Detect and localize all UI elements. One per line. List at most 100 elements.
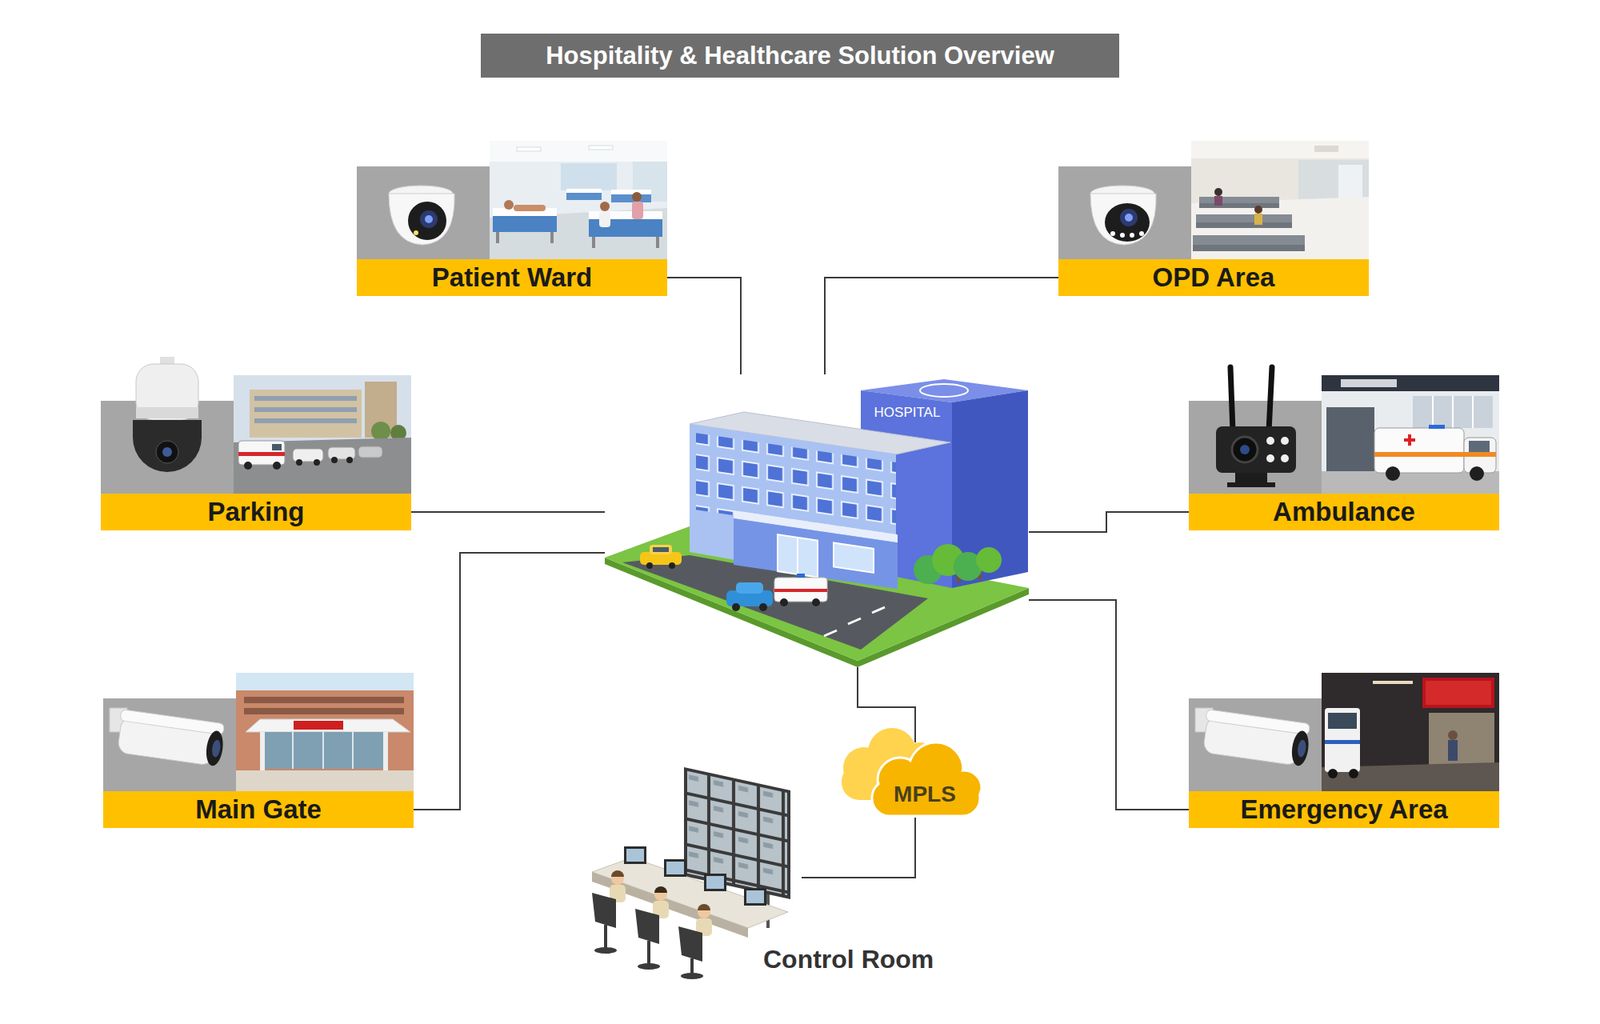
main-gate-card-art xyxy=(103,672,414,792)
room-label: Control Room xyxy=(763,944,934,975)
ward-photo xyxy=(489,140,668,260)
hospital-building-art xyxy=(920,384,968,397)
vehicle-camera xyxy=(1280,436,1289,445)
ward-photo xyxy=(599,211,611,228)
main-gate-photo xyxy=(244,696,404,704)
control-room-art xyxy=(594,947,617,954)
parking-photo xyxy=(254,418,357,424)
emergency-photo xyxy=(1422,677,1495,708)
connector-line xyxy=(801,817,916,878)
opd-photo xyxy=(1254,205,1263,214)
vehicle-camera xyxy=(1230,367,1233,432)
ward-photo xyxy=(560,163,617,191)
connector-line xyxy=(411,511,605,513)
vehicle-camera xyxy=(1216,367,1296,488)
dome-camera xyxy=(1110,231,1116,236)
hospital-building-art xyxy=(796,573,805,578)
hospital-building-art xyxy=(780,598,788,607)
mpls-cloud-art xyxy=(873,744,980,815)
connector-line xyxy=(1028,512,1189,532)
main-gate-photo xyxy=(352,732,354,769)
hospital-building-art xyxy=(777,534,818,577)
bullet-camera xyxy=(1200,709,1312,768)
ward-photo xyxy=(513,204,546,212)
parking-photo xyxy=(358,446,383,458)
main-gate-photo xyxy=(263,732,384,769)
label-band: Parking xyxy=(100,493,412,531)
ward-photo xyxy=(492,214,557,232)
parking-photo xyxy=(233,375,412,494)
ambulance-photo xyxy=(1472,396,1474,428)
dome-camera xyxy=(1090,193,1156,245)
bullet-camera xyxy=(1296,739,1308,758)
parking-photo xyxy=(238,452,285,456)
parking-photo xyxy=(272,461,281,470)
location-card: Parking xyxy=(100,375,412,531)
hospital-building-art xyxy=(848,618,861,624)
camera-panel xyxy=(103,698,236,792)
connector-line xyxy=(824,277,1059,375)
ward-photo xyxy=(632,201,644,220)
opd-photo xyxy=(1214,196,1223,206)
hospital-building: HOSPITAL xyxy=(604,374,1029,668)
dome-camera xyxy=(1104,203,1150,242)
dome-camera xyxy=(424,215,433,224)
main-gate-photo xyxy=(244,708,404,715)
hospital-building-art xyxy=(812,598,820,607)
ptz-camera xyxy=(132,420,202,472)
control-room-art xyxy=(647,940,651,965)
emergency-photo xyxy=(1321,672,1500,792)
dome-camera xyxy=(1124,213,1133,222)
emergency-photo xyxy=(1321,672,1500,792)
opd-card-art xyxy=(1058,140,1369,260)
opd-photo xyxy=(1314,145,1339,152)
ward-photo xyxy=(600,201,610,212)
mpls-cloud-art xyxy=(872,742,982,816)
emergency-photo xyxy=(1448,740,1458,761)
location-card: Main Gate xyxy=(103,672,414,828)
bullet-camera xyxy=(211,739,222,758)
bullet-camera xyxy=(204,729,225,767)
dome-camera xyxy=(1129,232,1135,238)
hospital-building-art xyxy=(649,544,672,555)
hospital-building-art xyxy=(736,582,764,594)
emergency-photo xyxy=(1425,680,1492,705)
ward-photo xyxy=(656,236,660,248)
area-label: Parking xyxy=(207,496,304,528)
parking-card-art xyxy=(100,356,412,494)
area-label: Patient Ward xyxy=(432,261,592,294)
parking-photo xyxy=(233,375,412,494)
opd-photo xyxy=(1192,244,1305,252)
mpls-cloud-art xyxy=(873,781,979,815)
ward-photo xyxy=(592,236,596,248)
ward-photo xyxy=(489,140,668,162)
ambulance-photo xyxy=(1452,396,1454,428)
main-gate-photo xyxy=(236,690,414,771)
bullet-camera xyxy=(1195,708,1312,768)
area-label: Main Gate xyxy=(195,793,322,826)
control-room-art xyxy=(687,771,788,896)
ward-photo xyxy=(566,192,602,200)
dome-camera xyxy=(1090,185,1156,245)
emergency-photo xyxy=(1328,712,1357,729)
location-card: Ambulance xyxy=(1188,375,1500,531)
opd-photo xyxy=(1196,222,1292,228)
camera-panel xyxy=(356,166,490,260)
label-band: Main Gate xyxy=(103,791,414,828)
emergency-photo xyxy=(1324,708,1360,772)
main-gate-photo xyxy=(260,732,265,771)
vehicle-camera xyxy=(1240,444,1250,455)
emergency-card-art xyxy=(1188,672,1500,792)
mpls-cloud-art xyxy=(841,728,982,816)
main-gate-photo xyxy=(383,732,388,771)
connector-line xyxy=(1028,600,1189,810)
opd-photo xyxy=(1254,213,1263,225)
label-band: Ambulance xyxy=(1188,493,1500,531)
vehicle-camera xyxy=(1266,436,1275,445)
bullet-camera xyxy=(115,709,226,768)
dome-camera xyxy=(1120,208,1138,227)
main-gate-photo xyxy=(322,732,324,769)
ambulance-photo xyxy=(1321,375,1500,392)
ward-photo xyxy=(566,188,602,193)
